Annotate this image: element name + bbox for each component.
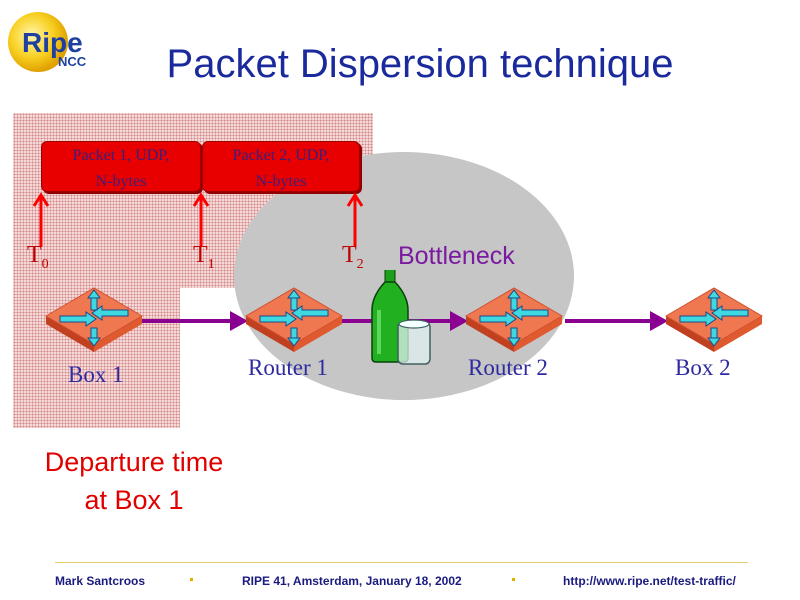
departure-line1: Departure time <box>44 447 224 477</box>
svg-text:Ripe: Ripe <box>22 27 83 58</box>
node-label-box1: Box 1 <box>68 362 124 387</box>
svg-text:NCC: NCC <box>58 54 87 69</box>
t2-label-main: T <box>342 242 357 268</box>
ripe-ncc-logo: Ripe NCC <box>4 8 114 74</box>
node-label-box2: Box 2 <box>675 355 731 380</box>
t1-label-sub: 1 <box>207 256 215 272</box>
packet-1-line1: Packet 1, UDP, <box>72 147 170 164</box>
t0-label: T0 <box>27 242 49 273</box>
t0-label-main: T <box>27 242 42 268</box>
node-label-router1: Router 1 <box>248 355 328 380</box>
packet-2-line1: Packet 2, UDP, <box>232 147 330 164</box>
packet-1-line2: N-bytes <box>95 173 147 190</box>
t1-arrow-icon <box>192 192 210 247</box>
router1-icon <box>245 287 343 353</box>
t1-label: T1 <box>193 242 215 273</box>
t0-label-sub: 0 <box>41 256 49 272</box>
t1-label-main: T <box>193 242 208 268</box>
footer-event: RIPE 41, Amsterdam, January 18, 2002 <box>242 574 462 588</box>
link-arrowhead-2-icon <box>450 311 468 331</box>
footer-bullet-icon <box>190 578 193 581</box>
footer-author: Mark Santcroos <box>55 574 146 588</box>
t2-label-sub: 2 <box>356 256 364 272</box>
box2-router-icon <box>665 287 763 353</box>
footer-bullet-icon <box>512 578 515 581</box>
t0-arrow-icon <box>32 192 50 247</box>
t2-arrow-icon <box>346 192 364 247</box>
bottleneck-label: Bottleneck <box>398 242 515 270</box>
link-arrowhead-1-icon <box>230 311 248 331</box>
box1-router-icon <box>45 287 143 353</box>
footer-divider <box>55 562 748 563</box>
footer-url[interactable]: http://www.ripe.net/test-traffic/ <box>563 574 736 588</box>
node-label-router2: Router 2 <box>468 355 548 380</box>
link-arrowhead-3-icon <box>650 311 668 331</box>
router2-icon <box>465 287 563 353</box>
jar-icon <box>397 319 431 365</box>
departure-line2: at Box 1 <box>84 485 184 515</box>
network-diagram <box>45 270 763 365</box>
departure-caption: Departure time at Box 1 <box>20 443 248 519</box>
page-title: Packet Dispersion technique <box>166 42 674 86</box>
t2-label: T2 <box>342 242 364 273</box>
packet-1: Packet 1, UDP, N-bytes <box>41 141 201 192</box>
packet-2-line2: N-bytes <box>255 173 307 190</box>
packet-2: Packet 2, UDP, N-bytes <box>202 141 360 192</box>
